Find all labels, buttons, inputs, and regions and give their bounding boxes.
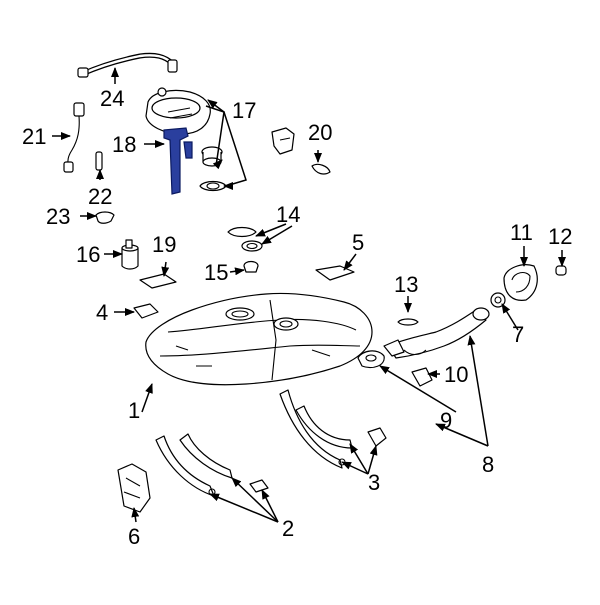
callout-14: 14 (276, 202, 300, 227)
callout-3: 3 (368, 470, 380, 495)
callout-labels: 24 17 18 21 20 22 23 14 16 19 5 15 11 12… (22, 86, 572, 549)
part-9-flange[interactable] (357, 350, 385, 369)
part-24-fuel-hose[interactable] (77, 52, 178, 78)
part-15-cap[interactable] (243, 260, 259, 273)
part-21-sender-wire[interactable] (63, 102, 85, 173)
callout-13: 13 (394, 272, 418, 297)
callout-24: 24 (100, 86, 124, 111)
callout-18: 18 (112, 132, 136, 157)
callout-15: 15 (204, 260, 228, 285)
callout-8: 8 (482, 452, 494, 477)
part-10-bracket[interactable] (411, 367, 433, 387)
part-20-sender-unit[interactable] (271, 127, 331, 175)
part-18-pump-bracket-highlighted[interactable] (163, 127, 193, 195)
callout-12: 12 (548, 224, 572, 249)
callout-19: 19 (152, 232, 176, 257)
part-22-clip[interactable] (95, 151, 103, 171)
callout-9: 9 (440, 408, 452, 433)
callout-11: 11 (510, 220, 533, 245)
callout-6: 6 (128, 524, 140, 549)
part-11-fuel-door[interactable] (503, 264, 538, 301)
part-19-plate[interactable] (139, 273, 177, 289)
callout-16: 16 (76, 242, 100, 267)
callout-7: 7 (512, 322, 524, 347)
part-16-fuel-filter[interactable] (121, 239, 139, 270)
callout-20: 20 (308, 120, 332, 145)
part-8-filler-pipe[interactable] (383, 307, 490, 359)
part-5-heat-shield[interactable] (315, 265, 355, 281)
part-6-shield[interactable] (117, 463, 151, 513)
callout-4: 4 (96, 300, 108, 325)
part-12-bumper[interactable] (555, 265, 567, 276)
callout-22: 22 (88, 184, 112, 209)
callout-21: 21 (22, 124, 46, 149)
part-3-straps[interactable] (279, 389, 387, 469)
callout-17: 17 (232, 98, 256, 123)
callout-5: 5 (352, 230, 364, 255)
part-23-grommet[interactable] (95, 211, 115, 224)
callout-1: 1 (128, 398, 140, 423)
part-17-pump-assembly[interactable] (145, 87, 227, 192)
part-2-straps[interactable] (155, 433, 269, 497)
callout-23: 23 (46, 204, 70, 229)
part-4-bracket[interactable] (133, 303, 159, 319)
leader-lines (52, 67, 566, 523)
callout-10: 10 (444, 362, 468, 387)
callout-2: 2 (282, 516, 294, 541)
part-13-clamp[interactable] (397, 318, 419, 326)
part-14-gasket-ring[interactable] (227, 226, 263, 252)
part-1-fuel-tank[interactable] (145, 292, 373, 386)
